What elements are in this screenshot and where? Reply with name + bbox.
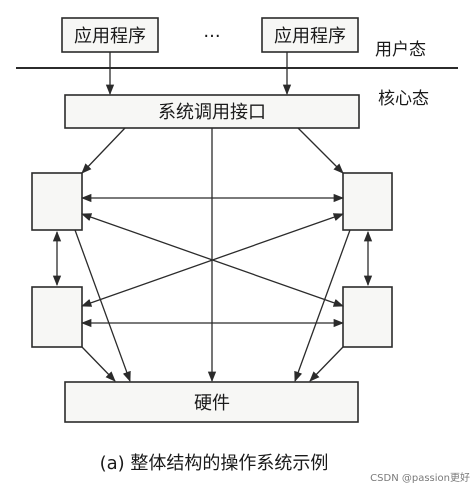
app-box-right-label: 应用程序 [274,26,346,47]
ellipsis: ··· [203,26,220,47]
link-diagonal-tr-bl [81,213,344,307]
kernel-mode-label: 核心态 [378,89,429,109]
syscall-interface-label: 系统调用接口 [158,102,266,123]
app-box-right [261,17,359,53]
arrow-bottom-left-to-hardware [81,346,116,382]
arrow-syscall-to-top-left [81,127,126,174]
hardware-label: 硬件 [194,393,230,414]
syscall-interface-box [64,94,360,129]
arrow-top-right-to-hardware [294,229,351,382]
user-mode-label: 用户态 [375,40,426,60]
arrow-syscall-to-top-right [297,127,344,174]
app-box-left-label: 应用程序 [74,26,146,47]
module-box-top-right [342,172,393,231]
arrow-bottom-right-to-hardware [309,346,344,382]
module-box-bottom-left [31,286,83,348]
module-box-bottom-right [342,286,393,348]
figure-caption: (a) 整体结构的操作系统示例 [100,453,329,474]
hardware-box [64,381,359,423]
watermark: CSDN @passion更好 [370,472,470,484]
arrow-top-left-to-hardware [74,229,131,382]
app-box-left [61,17,159,53]
module-box-top-left [31,172,83,231]
